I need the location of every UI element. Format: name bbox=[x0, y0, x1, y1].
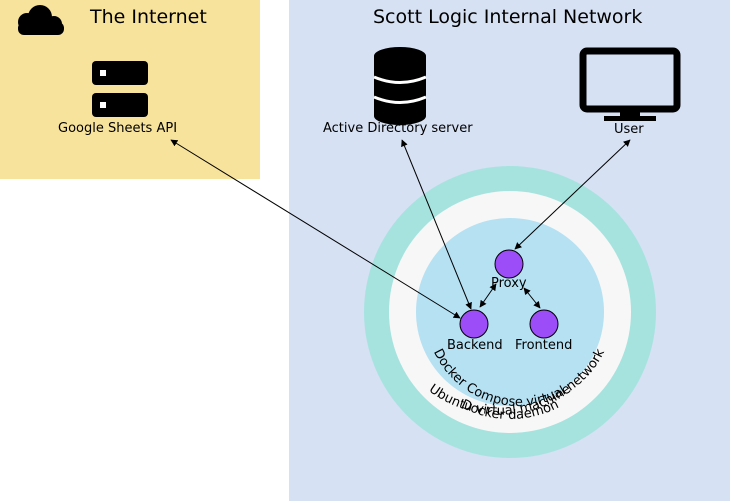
user-label: User bbox=[614, 122, 644, 137]
backend-node bbox=[459, 309, 489, 339]
active-directory-label: Active Directory server bbox=[323, 121, 473, 136]
proxy-node bbox=[494, 249, 524, 279]
server-icon bbox=[92, 61, 148, 117]
frontend-label: Frontend bbox=[515, 338, 573, 353]
cloud-icon bbox=[18, 5, 64, 35]
google-sheets-label: Google Sheets API bbox=[58, 121, 178, 136]
arrow-proxy-user bbox=[514, 139, 631, 250]
arrow-proxy-frontend bbox=[523, 287, 541, 309]
frontend-node bbox=[529, 309, 559, 339]
arrow-backend-active-directory bbox=[401, 139, 472, 310]
monitor-icon bbox=[579, 47, 681, 121]
proxy-label: Proxy bbox=[491, 276, 527, 291]
internal-network-title: Scott Logic Internal Network bbox=[373, 6, 643, 28]
internet-zone-title: The Internet bbox=[90, 6, 207, 28]
arrow-proxy-backend bbox=[479, 283, 497, 308]
backend-label: Backend bbox=[447, 338, 503, 353]
database-icon bbox=[373, 47, 427, 125]
